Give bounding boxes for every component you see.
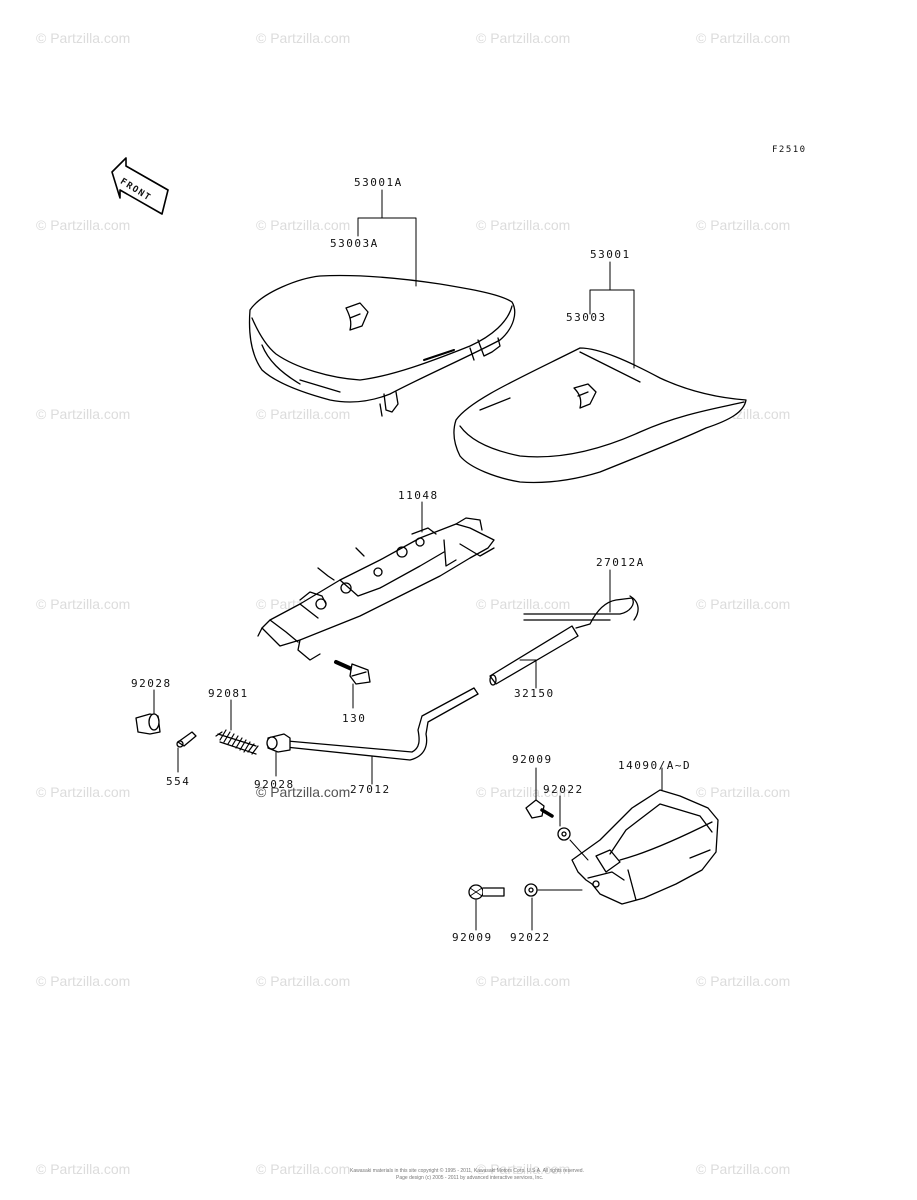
rod-27012-drawing (275, 687, 479, 761)
rear-seat-drawing (453, 347, 747, 484)
watermark: © Partzilla.com (696, 973, 791, 989)
part-label-27012a[interactable]: 27012A (596, 556, 645, 569)
cap-92028-left-drawing (135, 713, 161, 735)
spring-92081-drawing (215, 729, 259, 755)
washer-92022-lower-drawing (524, 883, 583, 897)
watermark: © Partzilla.com (256, 973, 351, 989)
watermark: © Partzilla.com (36, 1161, 131, 1177)
part-label-27012[interactable]: 27012 (350, 783, 391, 796)
part-label-92009-upper[interactable]: 92009 (512, 753, 553, 766)
watermark: © Partzilla.com (476, 217, 571, 233)
part-label-53003a[interactable]: 53003A (330, 237, 379, 250)
part-label-130[interactable]: 130 (342, 712, 367, 725)
bolt-92009-lower-drawing (468, 884, 505, 900)
watermark: © Partzilla.com (256, 30, 351, 46)
watermark: © Partzilla.com (36, 406, 131, 422)
watermark: © Partzilla.com (36, 973, 131, 989)
watermark: © Partzilla.com (696, 596, 791, 612)
watermark: © Partzilla.com (256, 217, 351, 233)
cap-92028-right-drawing (266, 733, 291, 753)
figure-code: F2510 (772, 145, 807, 155)
part-label-11048[interactable]: 11048 (398, 489, 439, 502)
leader-lines (153, 189, 663, 931)
watermark: © Partzilla.com (476, 30, 571, 46)
part-label-92022-lower[interactable]: 92022 (510, 931, 551, 944)
copyright-line-2: Page design (c) 2005 - 2011 by advanced … (396, 1175, 544, 1181)
part-label-92028-left[interactable]: 92028 (131, 677, 172, 690)
watermark: © Partzilla.com (696, 30, 791, 46)
pin-554-drawing (176, 731, 197, 748)
part-label-92009-lower[interactable]: 92009 (452, 931, 493, 944)
watermark: © Partzilla.com (476, 973, 571, 989)
watermark: © Partzilla.com (256, 406, 351, 422)
part-label-92081[interactable]: 92081 (208, 687, 249, 700)
watermark: © Partzilla.com (696, 217, 791, 233)
part-label-92028-right[interactable]: 92028 (254, 778, 295, 791)
copyright-line-1: Kawasaki materials in this site copyrigh… (350, 1168, 584, 1174)
front-seat-drawing (248, 274, 516, 417)
part-label-14090[interactable]: 14090/A~D (618, 759, 692, 772)
watermark: © Partzilla.com (256, 1161, 351, 1177)
rear-cover-drawing (571, 789, 719, 905)
watermark: © Partzilla.com (36, 217, 131, 233)
part-label-554[interactable]: 554 (166, 775, 191, 788)
washer-92022-upper-drawing (557, 827, 589, 861)
watermark: © Partzilla.com (476, 596, 571, 612)
part-label-53001[interactable]: 53001 (590, 248, 631, 261)
bolt-130-drawing (334, 660, 371, 685)
bolt-92009-upper-drawing (525, 799, 554, 819)
part-label-53001a[interactable]: 53001A (354, 176, 403, 189)
part-label-53003[interactable]: 53003 (566, 311, 607, 324)
watermark: © Partzilla.com (696, 1161, 791, 1177)
part-label-32150[interactable]: 32150 (514, 687, 555, 700)
seat-bracket-drawing (257, 517, 495, 661)
watermark: © Partzilla.com (36, 30, 131, 46)
watermark: © Partzilla.com (256, 784, 351, 800)
watermark: © Partzilla.com (476, 1161, 571, 1177)
watermark: © Partzilla.com (476, 784, 571, 800)
watermark: © Partzilla.com (36, 596, 131, 612)
part-label-92022-upper[interactable]: 92022 (543, 783, 584, 796)
front-arrow-icon (111, 157, 169, 215)
hook-rod-27012a-drawing (523, 595, 639, 629)
tube-32150-drawing (489, 625, 579, 686)
watermark: © Partzilla.com (696, 784, 791, 800)
watermark: © Partzilla.com (36, 784, 131, 800)
